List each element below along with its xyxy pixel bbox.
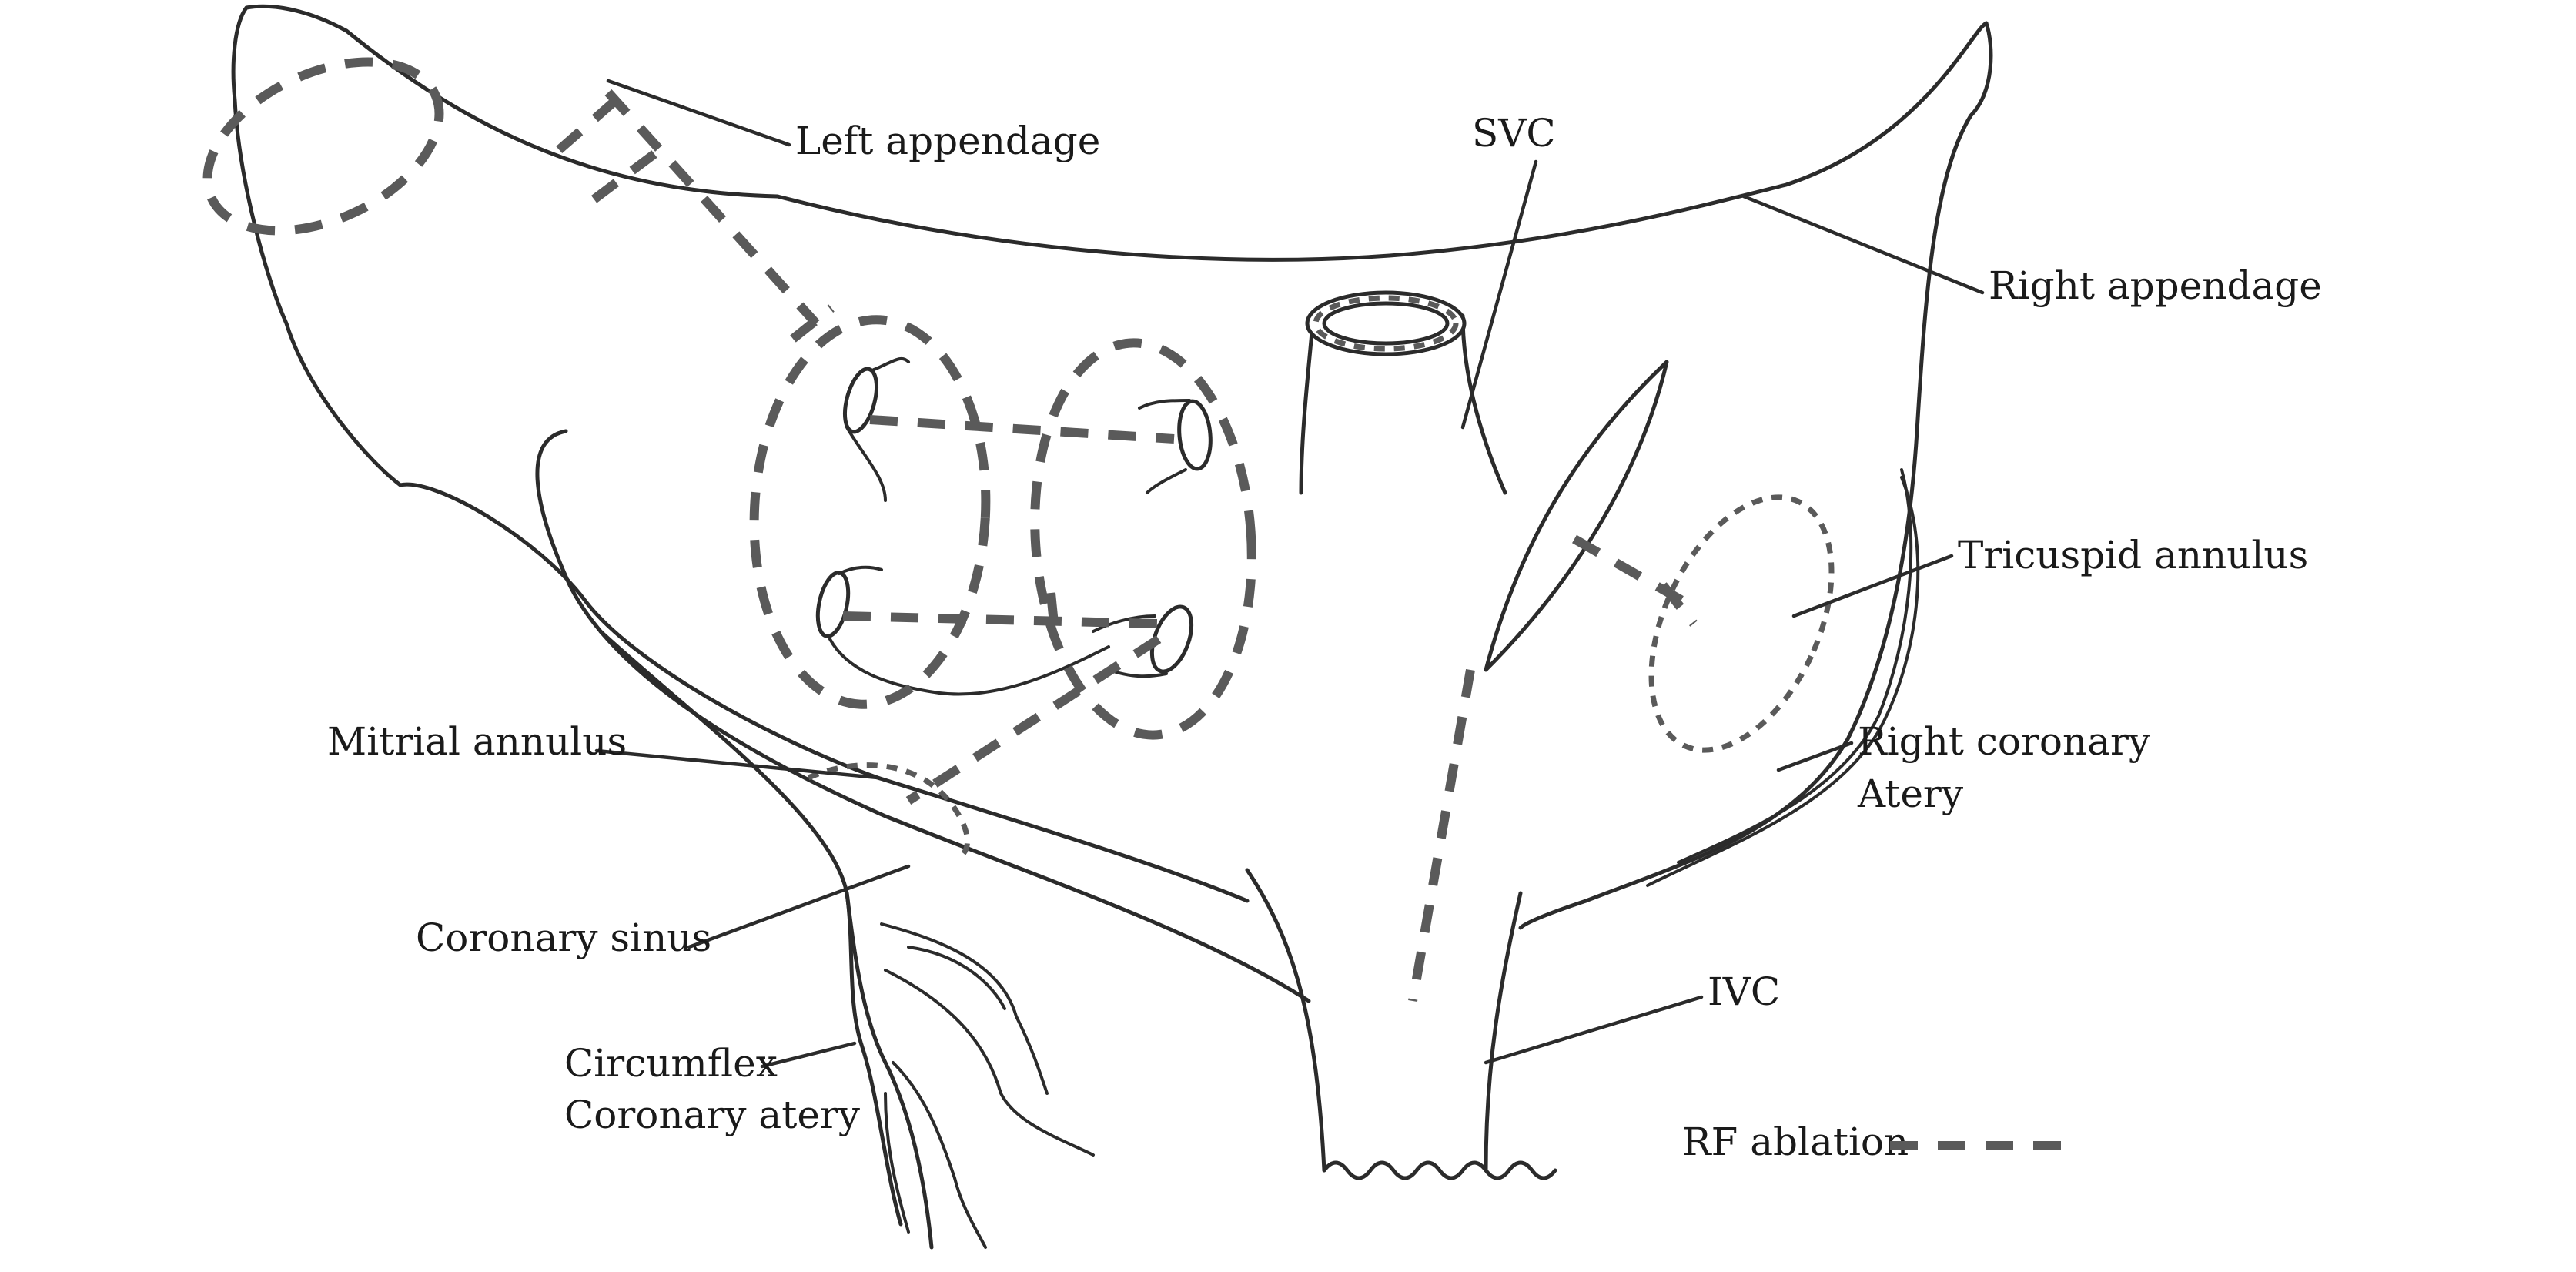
pulmonary-vein-left-inferior [815,565,1110,696]
label-tricuspid-annulus: Tricuspid annulus [1958,533,2308,577]
leader-svc [1460,159,1538,430]
right-coronary-wall [1646,476,1920,887]
label-ivc: IVC [1708,969,1780,1014]
rf-ablation-left-veins [749,315,991,709]
circumflex-branch-5 [907,946,1006,1010]
svc-left-wall [1299,321,1315,495]
atria-outline [231,4,1993,1003]
ivc-vessel [1245,868,1557,1180]
rf-ablation-tricuspid-tick [1659,582,1698,627]
leader-lines [594,79,1985,1069]
label-circumflex-line2: Coronary atery [564,1093,861,1137]
rf-ablation-floor-line [842,611,1159,628]
rf-ablation-appendage-cross [551,96,619,158]
label-right-appendage: Right appendage [1989,263,2322,308]
left-atrium-wall [535,429,1311,1003]
leader-mitrial-annulus [594,748,880,780]
circumflex-trunk [845,891,903,1227]
right-appendage-outline [1518,21,1993,930]
label-coronary-sinus: Coronary sinus [416,916,711,960]
label-mitrial-annulus: Mitrial annulus [327,719,627,764]
rf-ablation-floor-tick [1046,592,1059,632]
svc-opening-inner [1322,301,1450,346]
legend-rf-ablation-label: RF ablation [1682,1120,1909,1164]
rf-ablation-appendage-to-veins [604,89,820,327]
svc-vessel [1299,290,1507,495]
pulmonary-veins [815,356,1213,696]
label-svc: SVC [1472,111,1556,156]
rf-ablation-appendage-cross-2 [590,150,657,204]
leader-left-appendage [606,79,791,147]
circumflex-branch-4 [884,1092,910,1234]
rf-ablation-right-veins [1030,338,1256,740]
pulmonary-vein-left-superior [842,356,910,502]
legend: RF ablation [1682,1120,2079,1164]
circumflex-branch-2 [884,969,1095,1157]
ivc-bottom-edge [1322,1160,1557,1180]
labels: Left appendage SVC Right appendage Tricu… [327,111,2322,1137]
rf-ablation-tricuspid-annulus [1648,494,1835,753]
svc-opening-ring [1313,295,1459,352]
label-right-coronary-line2: Atery [1857,772,1964,816]
label-left-appendage: Left appendage [795,119,1100,163]
right-atrium-top [775,21,1989,262]
leader-right-appendage [1741,194,1985,295]
coronary-sinus-vessel [598,629,934,1250]
circumflex-branch-3 [892,1061,987,1249]
leader-right-coronary [1776,741,1854,772]
circumflex-branch-1 [880,922,1049,1095]
pulmonary-vein-right-inferior [1092,604,1194,678]
rf-ablation-mitrial-annulus [807,762,971,857]
coronary-branches [598,629,1095,1250]
left-atrium-outline [231,4,1250,903]
svc-right-wall [1460,313,1507,495]
rf-ablation-left-appendage [202,57,444,236]
ivc-left-wall [1245,868,1326,1173]
leader-ivc [1484,995,1704,1065]
label-right-coronary-line1: Right coronary [1858,719,2151,764]
rf-ablation-cavotricuspid [1408,668,1475,1003]
pulmonary-vein-right-superior [1138,399,1213,494]
right-atrium-wall [1677,468,1913,864]
crista-terminalis [1484,360,1669,672]
rf-ablation-roof-line [869,415,1175,444]
label-circumflex-line1: Circumflex [564,1041,778,1086]
rf-ablation-lines [202,57,1835,1003]
rf-ablation-mitral-isthmus [905,634,1162,805]
leader-tricuspid-annulus [1791,554,1954,618]
ivc-right-wall [1484,891,1523,1173]
leader-circumflex [760,1041,857,1069]
leader-coronary-sinus [687,864,911,949]
rf-ablation-vein-tick [790,304,835,343]
